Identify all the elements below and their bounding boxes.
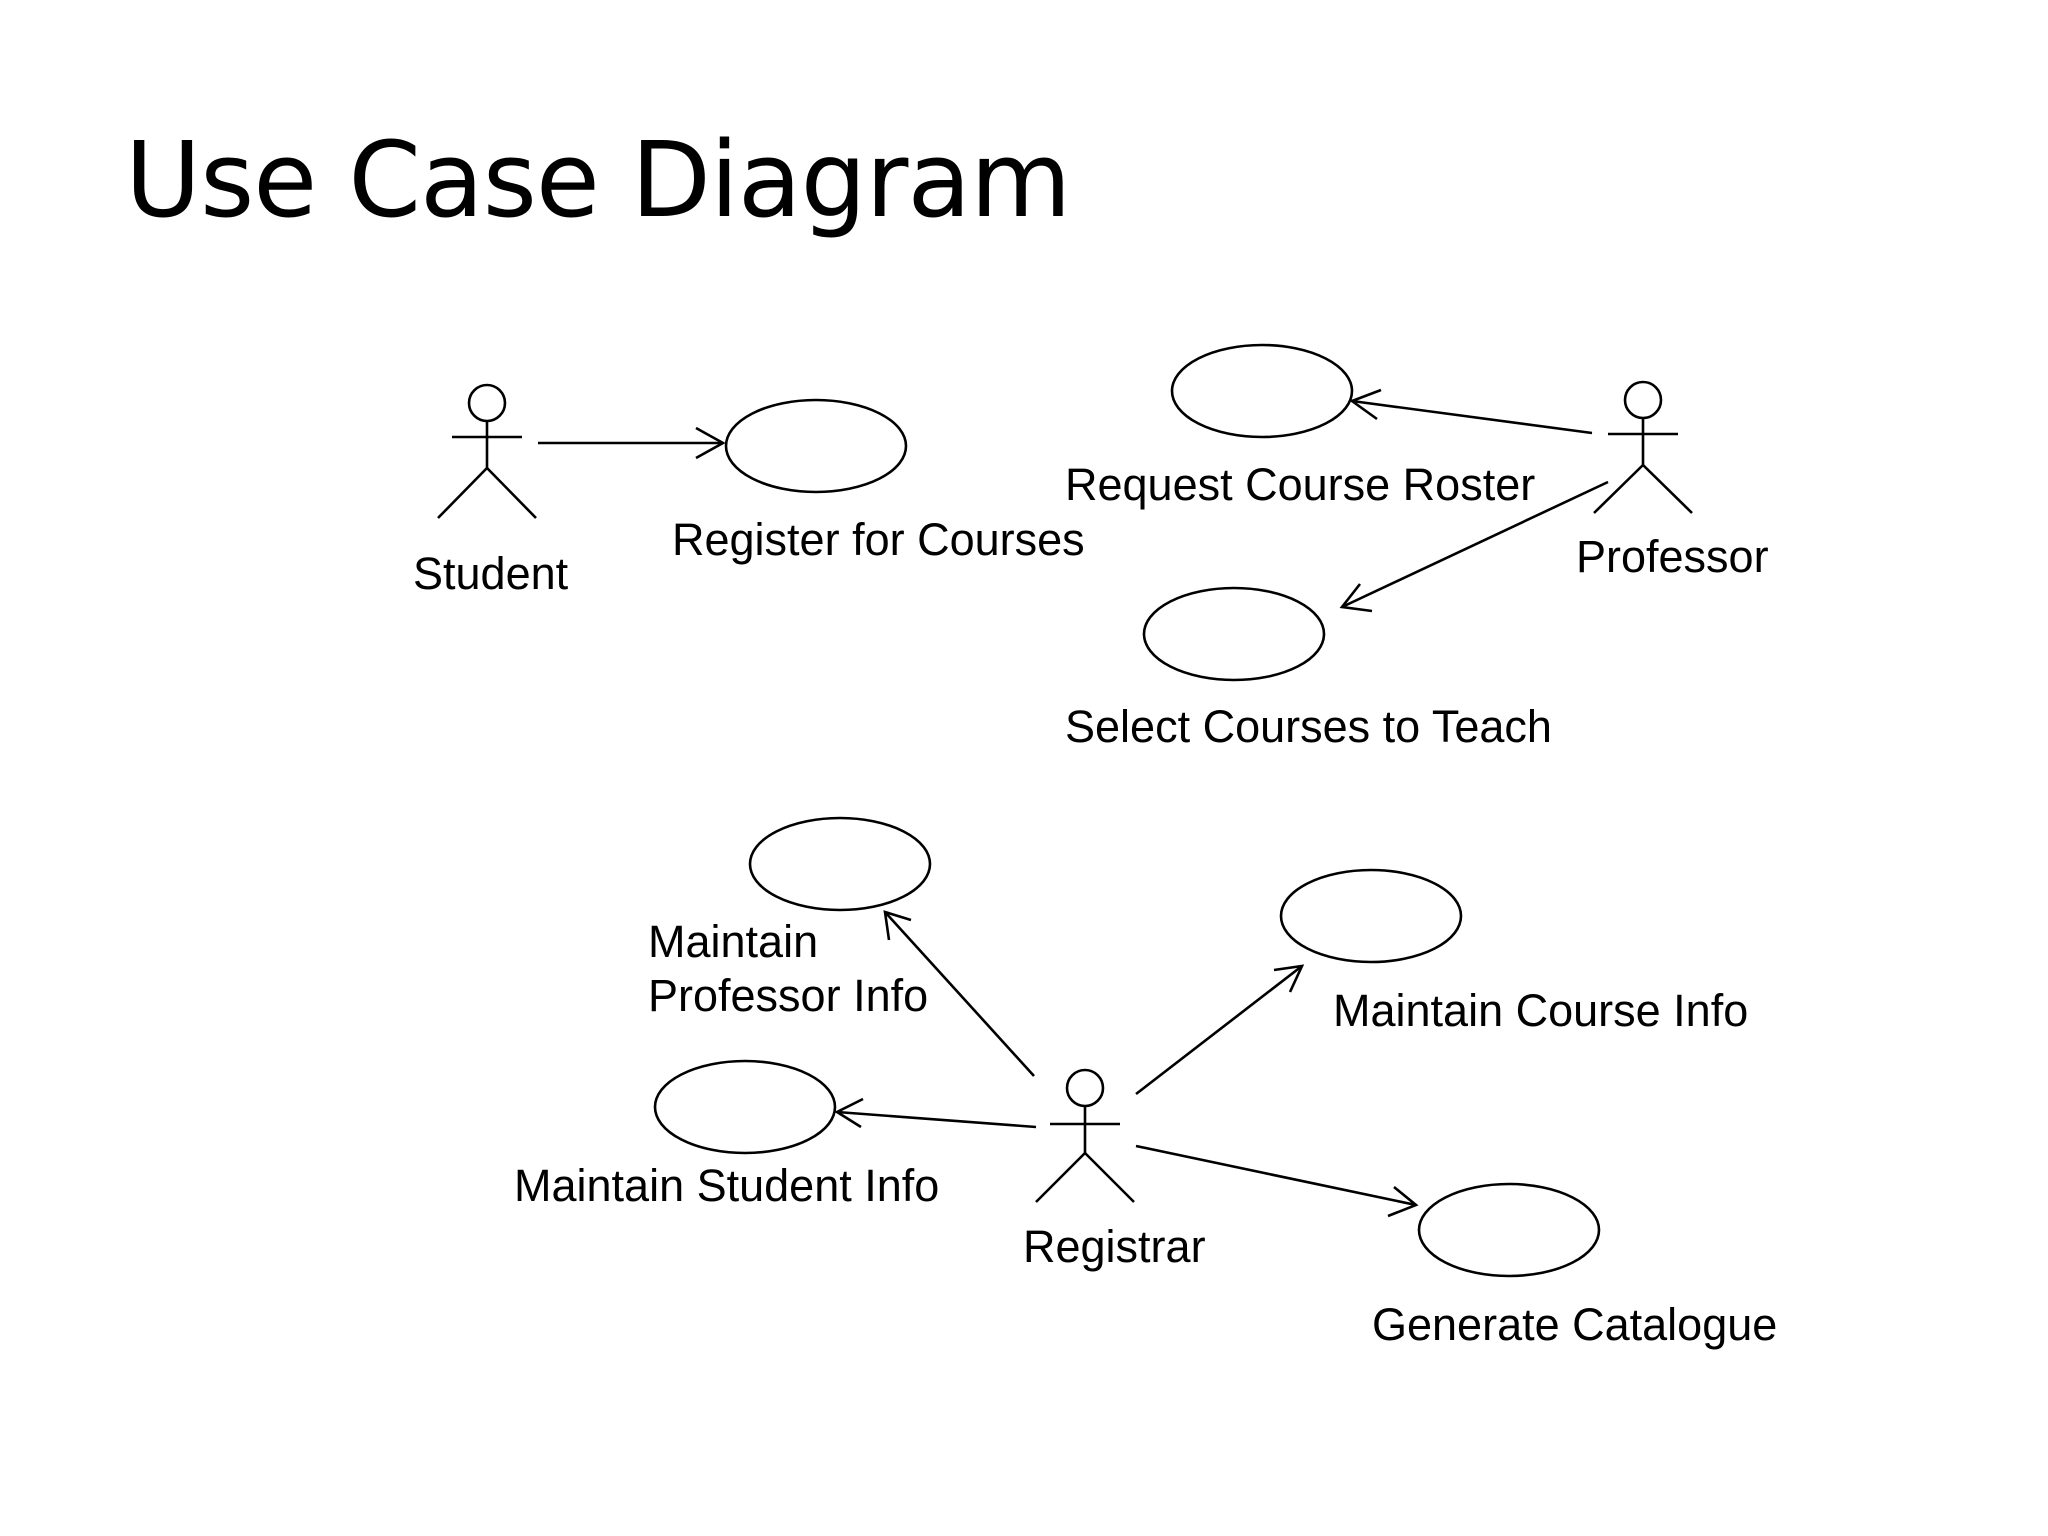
use-case-maintain-course-info: Maintain Course Info [1279,868,1748,1036]
actor-student-left-leg [437,467,488,519]
arrowhead [1339,583,1373,613]
arrowhead [1387,1185,1419,1218]
use-case-request-course-roster: Request Course Roster [1065,343,1535,510]
use-case-request-course-roster-ellipse [1170,343,1354,439]
association-line [836,1110,1037,1129]
association-line [1135,1144,1417,1207]
use-case-generate-catalogue-ellipse [1417,1182,1601,1278]
use-case-maintain-student-info-label: Maintain Student Info [514,1160,939,1211]
association-line [1135,964,1303,1096]
arrowhead [834,1097,864,1129]
association-line [884,911,1035,1077]
actor-professor-left-leg [1593,464,1644,514]
arrowhead [695,426,726,460]
association-registrar-student-info [834,1097,1037,1129]
use-case-generate-catalogue-label: Generate Catalogue [1372,1299,1777,1350]
association-student-register [538,426,726,460]
association-registrar-professor-info [883,910,1035,1077]
use-case-select-courses-to-teach-ellipse [1142,586,1326,682]
association-professor-select-courses [1339,480,1609,613]
use-case-maintain-student-info: Maintain Student Info [514,1059,939,1211]
actor-registrar-left-leg [1035,1152,1086,1203]
use-case-maintain-course-info-label: Maintain Course Info [1333,985,1748,1036]
actor-registrar-label: Registrar [1023,1221,1206,1272]
use-case-register-for-courses-ellipse [724,398,908,494]
slide-title: Use Case Diagram [125,119,1071,241]
use-case-maintain-professor-info: Maintain Professor Info [648,816,932,1021]
use-case-maintain-professor-info-ellipse [748,816,932,912]
association-line [1351,399,1593,435]
arrowhead [883,910,912,941]
use-case-generate-catalogue: Generate Catalogue [1372,1182,1777,1350]
actor-registrar-head [1065,1068,1105,1108]
actor-student-right-leg [486,467,537,519]
use-case-maintain-professor-info-label-line1: Maintain [648,916,818,967]
arrowhead [1349,388,1382,421]
actor-student-label: Student [413,548,569,599]
use-case-register-for-courses: Register for Courses [672,398,1085,565]
use-case-maintain-professor-info-label-line2: Professor Info [648,970,928,1021]
use-case-register-for-courses-label: Register for Courses [672,514,1085,565]
association-professor-request-roster [1349,388,1593,435]
actor-student-head [467,383,507,423]
association-registrar-generate-catalogue [1135,1144,1419,1218]
arrowhead [1273,964,1305,993]
association-line [1341,480,1609,609]
actor-professor: Professor [1576,380,1769,582]
actor-professor-head [1623,380,1663,420]
actor-registrar-right-leg [1084,1152,1135,1203]
actor-professor-right-leg [1642,464,1693,514]
use-case-select-courses-to-teach: Select Courses to Teach [1065,586,1552,752]
actor-registrar: Registrar [1023,1068,1206,1272]
actor-professor-label: Professor [1576,531,1769,582]
use-case-maintain-course-info-ellipse [1279,868,1463,964]
use-case-select-courses-to-teach-label: Select Courses to Teach [1065,701,1552,752]
use-case-maintain-student-info-ellipse [653,1059,837,1155]
actor-student: Student [413,383,569,599]
use-case-request-course-roster-label: Request Course Roster [1065,459,1535,510]
association-registrar-course-info [1135,964,1305,1096]
